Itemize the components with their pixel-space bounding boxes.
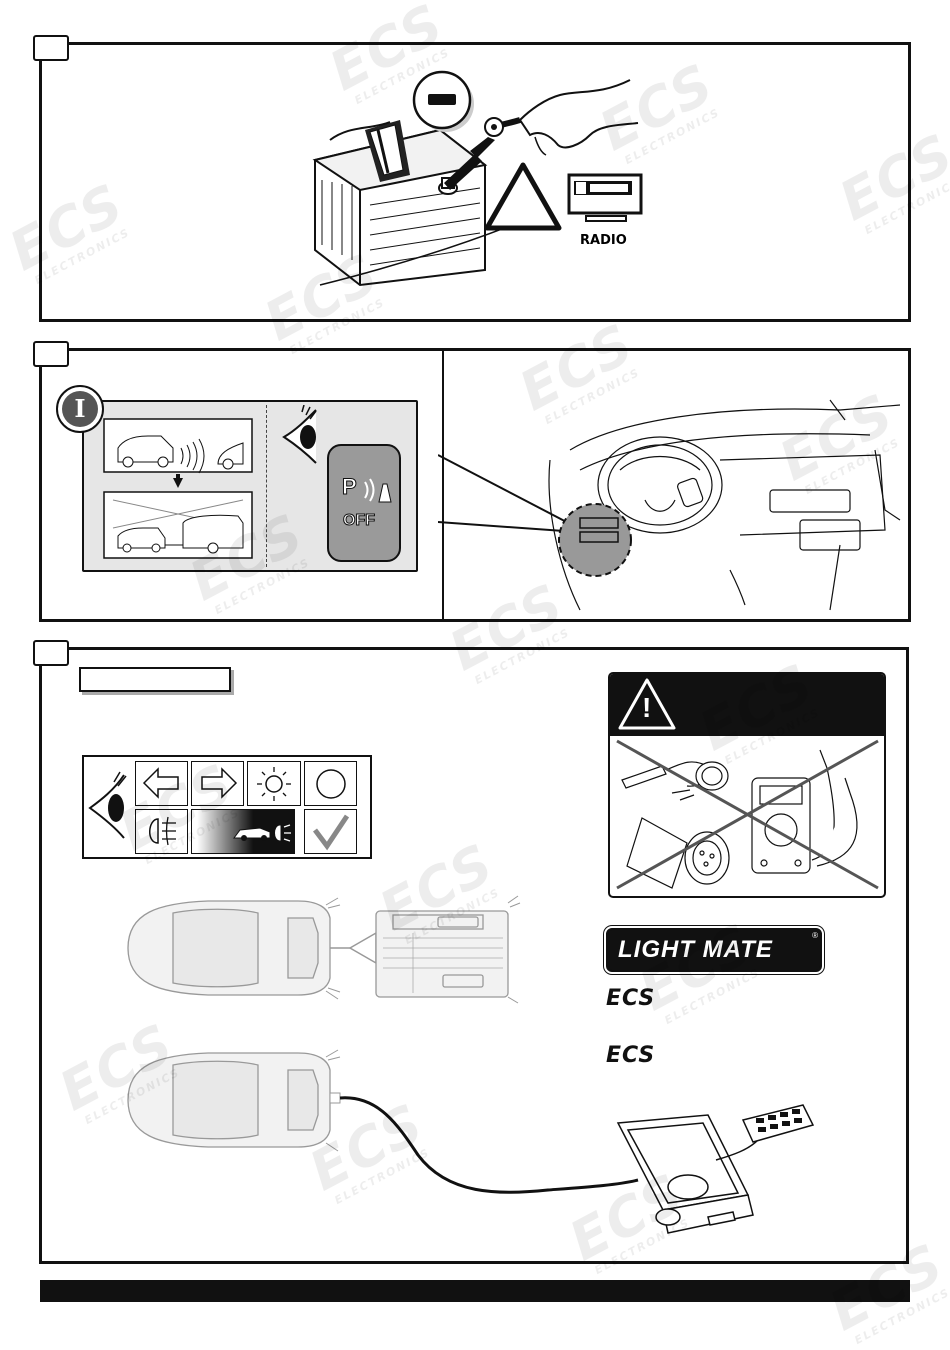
lightmate-logo: LIGHT MATE ® bbox=[606, 928, 822, 972]
step-tab-2 bbox=[33, 341, 69, 367]
radio-label: RADIO bbox=[580, 233, 627, 248]
parking-off-label: OFF bbox=[343, 512, 376, 530]
heading-box bbox=[79, 667, 231, 692]
forbidden-testers-illustration bbox=[616, 739, 879, 890]
light-cell-check bbox=[304, 809, 357, 854]
lightmate-logo-text: LIGHT MATE bbox=[618, 936, 773, 963]
info-badge: I bbox=[56, 385, 104, 433]
step-tab-3 bbox=[33, 640, 69, 666]
circle-light-icon bbox=[316, 769, 346, 799]
light-cell-left bbox=[135, 761, 188, 806]
parking-off-p: P bbox=[342, 474, 358, 500]
minus-terminal-icon bbox=[412, 70, 474, 132]
parking-off-button[interactable]: P OFF bbox=[327, 444, 401, 562]
step-tab-1 bbox=[33, 35, 69, 61]
leader-lines bbox=[438, 454, 579, 533]
panel-divider bbox=[442, 351, 444, 619]
car-with-tester-illustration bbox=[127, 1049, 815, 1234]
warning-header bbox=[610, 674, 884, 736]
info-badge-letter: I bbox=[62, 391, 98, 427]
sensor-wave-icon bbox=[364, 478, 392, 503]
check-icon bbox=[313, 814, 350, 851]
light-cell-circle bbox=[304, 761, 357, 806]
hand-wrench-illustration bbox=[484, 79, 639, 156]
arrow-to-terminal-icon bbox=[444, 137, 495, 190]
rear-fog-light-icon bbox=[233, 824, 291, 842]
fog-light-icon bbox=[149, 816, 176, 846]
warning-triangle-icon bbox=[484, 162, 562, 231]
arrow-right-icon bbox=[201, 767, 238, 799]
eye-icon bbox=[88, 771, 127, 839]
arrow-left-icon bbox=[142, 767, 179, 799]
footer-bar bbox=[40, 1280, 910, 1302]
parking-sensor-diagram bbox=[103, 418, 253, 559]
lightmate-logo-reg: ® bbox=[812, 931, 818, 940]
eye-icon bbox=[282, 405, 317, 464]
battery-illustration bbox=[312, 120, 526, 287]
sun-light-icon bbox=[257, 767, 291, 801]
light-cell-fog bbox=[135, 809, 188, 854]
light-cell-right bbox=[191, 761, 244, 806]
light-cell-sun bbox=[247, 761, 301, 806]
warning-mark: ! bbox=[642, 692, 652, 723]
ecs-logo-2: ECS bbox=[606, 1043, 656, 1068]
car-with-trailer-illustration bbox=[127, 895, 521, 1004]
radio-icon bbox=[567, 173, 643, 222]
warning-sign-icon bbox=[618, 678, 676, 730]
dashboard-illustration bbox=[548, 399, 901, 611]
ecs-logo-1: ECS bbox=[606, 986, 656, 1011]
dashed-divider bbox=[266, 405, 267, 567]
